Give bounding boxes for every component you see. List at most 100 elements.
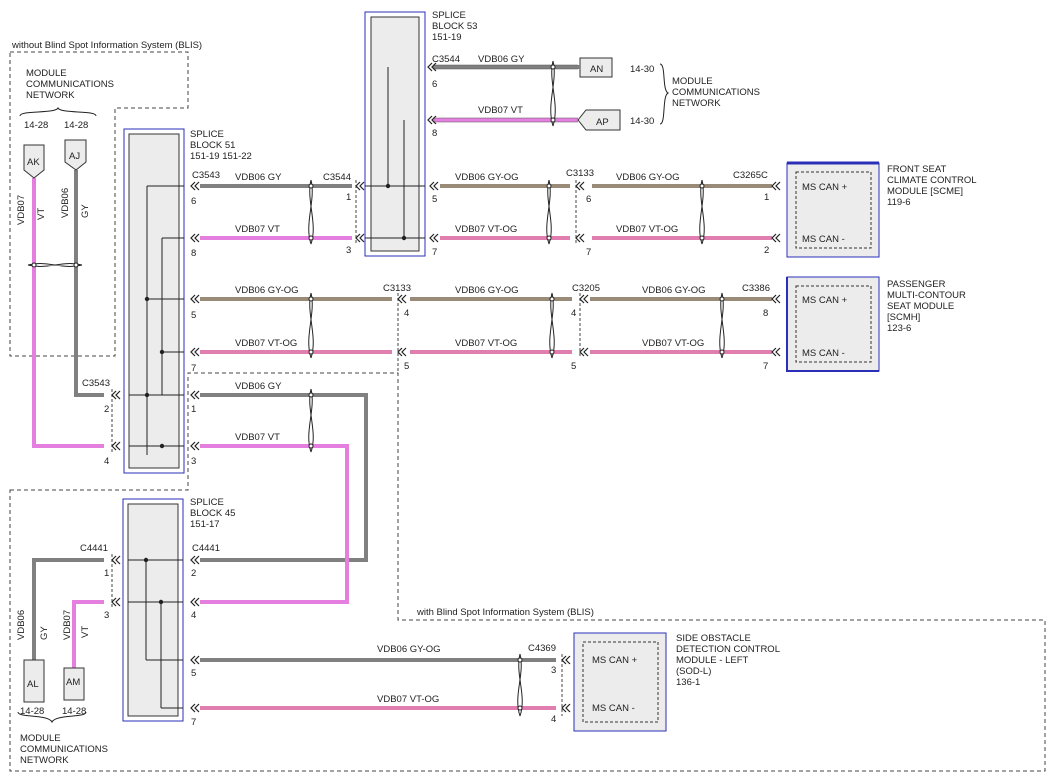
connector-arrows bbox=[111, 62, 781, 713]
connector-dividers bbox=[111, 180, 581, 716]
svg-text:5: 5 bbox=[191, 668, 196, 679]
tag-am-shape bbox=[63, 667, 85, 701]
svg-text:6: 6 bbox=[586, 194, 591, 205]
svg-text:7: 7 bbox=[191, 363, 196, 374]
svg-text:MULTI-CONTOUR: MULTI-CONTOUR bbox=[887, 290, 966, 301]
sodl-pin-minus: MS CAN - bbox=[592, 703, 635, 714]
svg-text:FRONT SEAT: FRONT SEAT bbox=[887, 164, 946, 175]
svg-text:BLOCK 53: BLOCK 53 bbox=[432, 21, 477, 32]
svg-text:5: 5 bbox=[191, 310, 196, 321]
wl-sb53-vt: VDB07 VT bbox=[478, 105, 523, 116]
conn-c3133-a: C3133 bbox=[566, 168, 594, 179]
splice-block-45-body bbox=[127, 503, 179, 717]
svg-text:SEAT MODULE: SEAT MODULE bbox=[887, 301, 954, 312]
wl-r3c: VDB06 GY-OG bbox=[642, 285, 706, 296]
tag-an: AN bbox=[590, 64, 603, 75]
svg-text:COMMUNICATIONS: COMMUNICATIONS bbox=[672, 87, 760, 98]
mcn-brace-right bbox=[659, 63, 670, 125]
wire-label-am: VDB07 bbox=[62, 610, 73, 640]
region-outlines bbox=[9, 51, 1046, 772]
splice-internal-lines bbox=[128, 67, 425, 709]
mcn-top-right-title: MODULE COMMUNICATIONS NETWORK bbox=[672, 76, 760, 109]
tag-ak: AK bbox=[27, 157, 40, 168]
module-scmh bbox=[786, 276, 880, 372]
svg-text:1: 1 bbox=[191, 404, 196, 415]
svg-text:NETWORK: NETWORK bbox=[20, 755, 69, 766]
module-scme bbox=[786, 161, 880, 258]
svg-text:6: 6 bbox=[191, 196, 196, 207]
tag-ap: AP bbox=[596, 117, 609, 128]
ref-aj: 14-28 bbox=[64, 120, 88, 131]
wire-aj-gy bbox=[74, 170, 104, 397]
svg-text:8: 8 bbox=[191, 248, 196, 259]
svg-text:1: 1 bbox=[346, 192, 351, 203]
svg-text:7: 7 bbox=[586, 247, 591, 258]
ref-an: 14-30 bbox=[630, 64, 654, 75]
conn-c3133-b: C3133 bbox=[383, 283, 411, 294]
tag-ak-shape bbox=[23, 144, 45, 179]
wire-label-aj: VDB06 bbox=[60, 188, 71, 218]
svg-text:COMMUNICATIONS: COMMUNICATIONS bbox=[26, 79, 114, 90]
wl-r1b: VDB06 GY-OG bbox=[455, 172, 519, 183]
svg-text:8: 8 bbox=[432, 128, 437, 139]
svg-text:4: 4 bbox=[571, 308, 576, 319]
svg-text:SPLICE: SPLICE bbox=[190, 497, 224, 508]
ref-am: 14-28 bbox=[62, 706, 86, 717]
wl-sb53-gy: VDB06 GY bbox=[478, 54, 525, 65]
pin-numbers: 6 8 6 8 1 3 5 7 6 7 1 2 5 7 4 5 4 5 8 7 … bbox=[104, 79, 769, 728]
module-scmh-label: PASSENGER MULTI-CONTOUR SEAT MODULE [SCM… bbox=[887, 279, 966, 334]
tag-aj-shape bbox=[64, 139, 87, 171]
svg-text:4: 4 bbox=[551, 714, 556, 725]
svg-text:PASSENGER: PASSENGER bbox=[887, 279, 946, 290]
svg-text:1: 1 bbox=[104, 568, 109, 579]
wire-blis-gy bbox=[200, 393, 368, 562]
svg-text:MODULE - LEFT: MODULE - LEFT bbox=[676, 655, 749, 666]
svg-text:7: 7 bbox=[432, 247, 437, 258]
splice-dots bbox=[143, 183, 407, 605]
blis-label: with Blind Spot Information System (BLIS… bbox=[416, 607, 594, 618]
scmh-pin-plus: MS CAN + bbox=[802, 295, 848, 306]
svg-text:4: 4 bbox=[191, 610, 196, 621]
wire-al-gy bbox=[32, 558, 104, 660]
wl-r8: VDB07 VT-OG bbox=[377, 694, 439, 705]
svg-text:SIDE OBSTACLE: SIDE OBSTACLE bbox=[676, 633, 751, 644]
tag-shapes bbox=[23, 57, 621, 703]
tag-al-shape bbox=[23, 659, 45, 703]
svg-text:BLOCK 45: BLOCK 45 bbox=[190, 508, 235, 519]
twist-dots bbox=[31, 64, 725, 711]
svg-text:[SCMH]: [SCMH] bbox=[887, 312, 920, 323]
svg-text:SPLICE: SPLICE bbox=[190, 129, 224, 140]
wl-r6: VDB07 VT bbox=[235, 432, 280, 443]
ref-ak: 14-28 bbox=[24, 120, 48, 131]
wl-r3b: VDB06 GY-OG bbox=[455, 285, 519, 296]
wl-r5: VDB06 GY bbox=[235, 381, 282, 392]
conn-c3544-a: C3544 bbox=[432, 54, 460, 65]
svg-text:MODULE: MODULE bbox=[672, 76, 713, 87]
svg-text:MODULE: MODULE bbox=[26, 68, 67, 79]
no-blis-label: without Blind Spot Information System (B… bbox=[11, 40, 202, 51]
wire-blis-vt bbox=[200, 444, 349, 604]
conn-c3544-b: C3544 bbox=[323, 172, 351, 183]
sodl-pin-plus: MS CAN + bbox=[592, 655, 638, 666]
wl-r2b: VDB07 VT-OG bbox=[455, 224, 517, 235]
wire-color-ak: VT bbox=[36, 208, 47, 220]
svg-text:5: 5 bbox=[571, 361, 576, 372]
wl-r4a: VDB07 VT-OG bbox=[235, 338, 297, 349]
svg-text:6: 6 bbox=[432, 79, 437, 90]
wire-label-ak: VDB07 bbox=[16, 195, 27, 225]
wire-am-vt bbox=[72, 600, 104, 668]
tag-an-shape bbox=[579, 57, 613, 78]
svg-text:MODULE [SCME]: MODULE [SCME] bbox=[887, 186, 963, 197]
module-sodl-label: SIDE OBSTACLE DETECTION CONTROL MODULE -… bbox=[676, 633, 780, 688]
wire-edges bbox=[433, 64, 578, 123]
scme-pin-plus: MS CAN + bbox=[802, 182, 848, 193]
svg-text:151-19 151-22: 151-19 151-22 bbox=[190, 151, 252, 162]
conn-c3205: C3205 bbox=[572, 283, 600, 294]
wl-r1a: VDB06 GY bbox=[235, 172, 282, 183]
module-scme-label: FRONT SEAT CLIMATE CONTROL MODULE [SCME]… bbox=[887, 164, 977, 208]
mcn-brace-top-left bbox=[19, 106, 97, 117]
svg-text:2: 2 bbox=[104, 404, 109, 415]
svg-text:3: 3 bbox=[551, 665, 556, 676]
conn-c4441-b: C4441 bbox=[192, 543, 220, 554]
